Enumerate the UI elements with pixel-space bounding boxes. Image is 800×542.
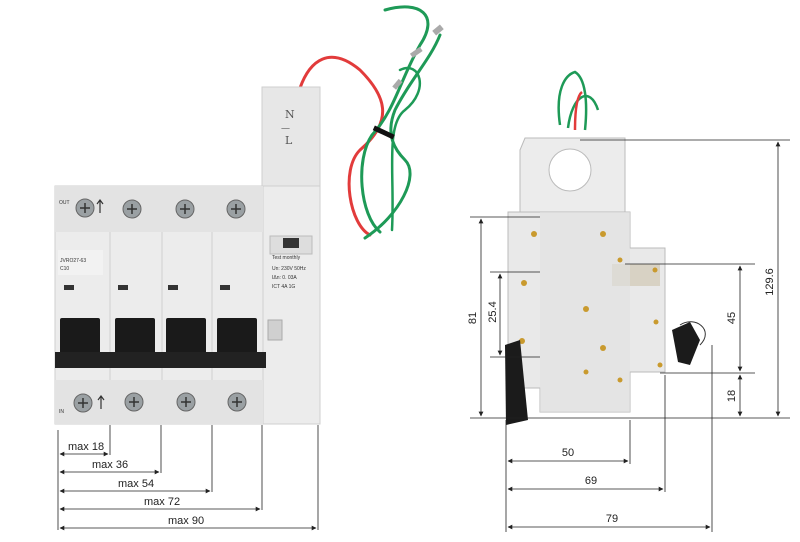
bottom-terminal-screws xyxy=(73,392,247,413)
dim-18: 18 xyxy=(726,390,738,402)
dim-25-4: 25.4 xyxy=(487,301,499,322)
dim-129-6: 129.6 xyxy=(764,268,776,296)
dim-max-90: max 90 xyxy=(168,515,204,527)
in-label: IN xyxy=(59,409,64,415)
dim-81: 81 xyxy=(467,312,479,324)
test-wires xyxy=(298,5,444,240)
rcd-module-top xyxy=(261,86,321,188)
dim-max-18: max 18 xyxy=(68,441,104,453)
test-button[interactable] xyxy=(283,238,299,248)
dim-69: 69 xyxy=(585,475,597,487)
dash-label: — xyxy=(281,124,290,134)
dim-45: 45 xyxy=(726,312,738,324)
width-dimensions xyxy=(57,425,319,531)
n-label: N xyxy=(285,108,295,121)
l-label: L xyxy=(285,134,293,147)
front-view: N — L OUT JVRO27-63 C10 xyxy=(54,5,444,425)
dim-max-72: max 72 xyxy=(144,496,180,508)
spec-line-3: ICT 4A 1G xyxy=(272,284,295,290)
dim-max-54: max 54 xyxy=(118,478,154,490)
dim-50: 50 xyxy=(562,447,574,459)
rating-label: C10 xyxy=(60,266,69,272)
test-monthly-label: Test monthly xyxy=(272,255,301,261)
model-label: JVRO27-63 xyxy=(60,258,86,264)
side-dimensions xyxy=(470,139,790,532)
top-terminal-screws xyxy=(75,198,246,219)
toggle-levers xyxy=(55,318,266,368)
dim-max-36: max 36 xyxy=(92,459,128,471)
out-label: OUT xyxy=(59,200,70,206)
dim-79: 79 xyxy=(606,513,618,525)
side-view xyxy=(505,70,706,425)
spec-line-2: IΔn: 0. 03A xyxy=(272,275,297,281)
spec-line-1: Un: 230V 50Hz xyxy=(272,266,306,272)
